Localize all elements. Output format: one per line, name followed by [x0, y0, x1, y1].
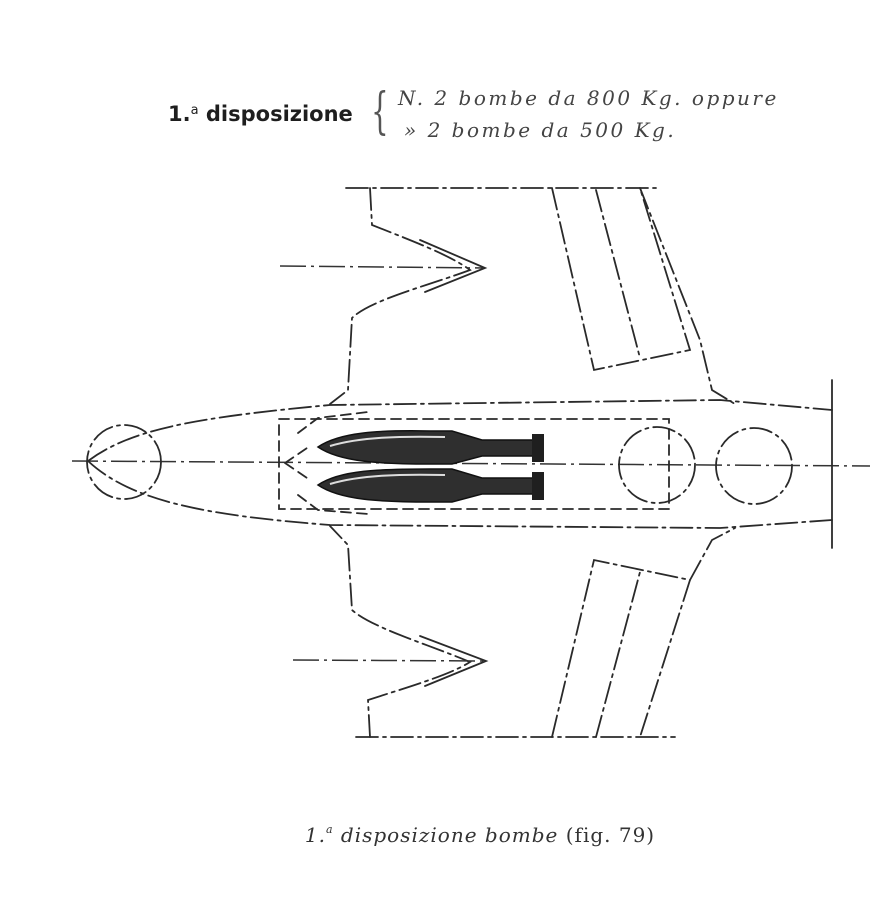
bomb-lower — [316, 468, 544, 503]
nose-circle — [86, 424, 162, 500]
bomb-bay-doors — [284, 411, 369, 515]
caption-number-sup: a — [325, 823, 334, 836]
upper-forward-wing — [279, 187, 661, 405]
engine-circle-rear — [715, 427, 793, 505]
fuselage-lower-outline — [87, 460, 833, 529]
engine-circle-front — [618, 426, 696, 504]
bomb-bay-outline — [278, 418, 670, 510]
bomb-upper — [316, 430, 544, 465]
figure-caption: 1.a disposizione bombe (fig. 79) — [0, 823, 896, 847]
arrangement-number: 1. — [168, 102, 191, 126]
arrangement-title: 1.a disposizione — [168, 102, 353, 126]
lower-forward-wing — [292, 525, 676, 738]
caption-fig-ref: (fig. 79) — [565, 823, 656, 847]
caption-number: 1. — [304, 823, 326, 847]
caption-text: disposizione bombe — [340, 823, 559, 847]
arrangement-number-sup: a — [190, 103, 199, 118]
fuselage-upper-outline — [87, 399, 833, 462]
bomb-option-1: N. 2 bombe da 800 Kg. oppure — [398, 86, 779, 110]
lower-rear-wing — [551, 527, 736, 738]
bomb-option-2: » 2 bombe da 500 Kg. — [404, 118, 677, 142]
arrangement-label: disposizione — [205, 102, 353, 126]
upper-rear-wing — [551, 187, 736, 405]
options-brace: { — [371, 82, 389, 140]
fuselage-centerline — [71, 460, 871, 467]
